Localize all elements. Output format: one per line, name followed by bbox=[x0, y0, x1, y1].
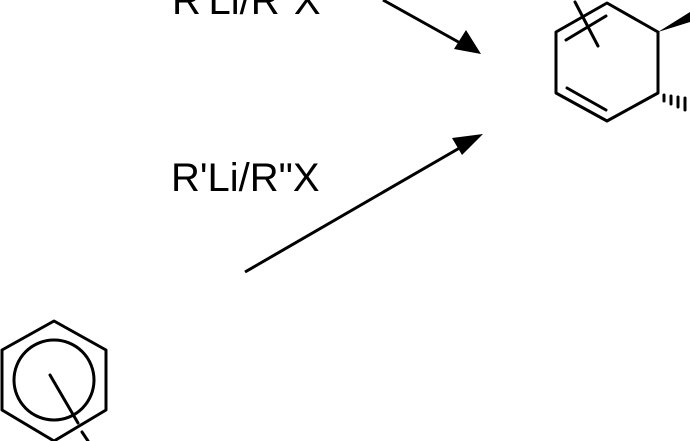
reactant-molecule bbox=[0, 319, 108, 441]
upper-arrow: R'Li/R"X bbox=[172, 0, 481, 54]
lower-arrow-head bbox=[452, 134, 483, 155]
benzene-ring bbox=[0, 319, 108, 441]
lower-arrow-shaft bbox=[244, 144, 464, 274]
product-molecule bbox=[554, 0, 690, 123]
wedge-bond bbox=[658, 12, 690, 32]
upper-reagent-label: R'Li/R"X bbox=[172, 0, 321, 23]
hashed-bond bbox=[662, 93, 687, 112]
lower-arrow: R'Li/R"X bbox=[171, 134, 483, 274]
upper-arrow-head bbox=[454, 30, 481, 54]
ring-double-bond-inner-1 bbox=[564, 14, 608, 42]
reactant-substituent-bond bbox=[48, 373, 80, 425]
product-substituent-bond bbox=[573, 0, 600, 48]
lower-reagent-label: R'Li/R"X bbox=[171, 156, 320, 200]
aromatic-circle bbox=[12, 338, 96, 422]
reactant-exo-bond bbox=[80, 430, 90, 441]
ring-double-bond-inner-2 bbox=[565, 86, 608, 112]
cyclohexadiene-ring bbox=[554, 1, 660, 123]
upper-arrow-shaft bbox=[382, 0, 463, 46]
